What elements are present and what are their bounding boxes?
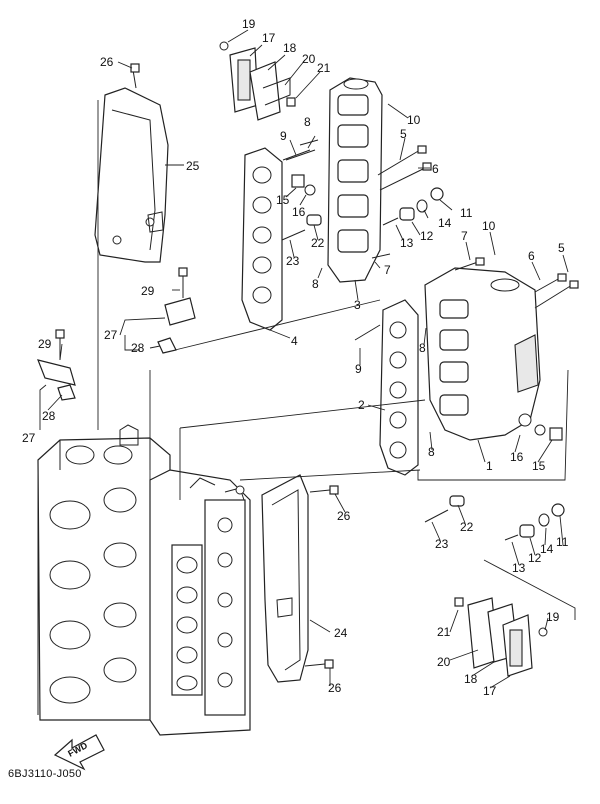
callout-14a: 14 xyxy=(438,216,452,230)
callout-9a: 9 xyxy=(280,129,287,143)
callout-29b: 29 xyxy=(38,337,52,351)
callout-22a: 22 xyxy=(311,236,325,250)
callout-21a: 21 xyxy=(317,61,331,75)
callout-3: 3 xyxy=(354,298,361,312)
callout-17b: 17 xyxy=(483,684,497,698)
callout-28a: 28 xyxy=(131,341,145,355)
callout-21b: 21 xyxy=(437,625,451,639)
callout-29a: 29 xyxy=(141,284,155,298)
gasket-upper xyxy=(241,147,283,331)
fasteners xyxy=(37,139,579,541)
callout-16a: 16 xyxy=(292,205,306,219)
leader-lines xyxy=(39,29,576,689)
callout-6a: 6 xyxy=(432,162,439,176)
callout-10b: 10 xyxy=(482,219,496,233)
callout-12a: 12 xyxy=(420,229,434,243)
callout-18b: 18 xyxy=(464,672,478,686)
callout-8d: 8 xyxy=(428,445,435,459)
callout-2: 2 xyxy=(358,398,365,412)
callout-8a: 8 xyxy=(304,115,311,129)
callout-16b: 16 xyxy=(510,450,524,464)
engine-block xyxy=(37,424,251,736)
manifold-lower xyxy=(424,267,541,441)
callout-8c: 8 xyxy=(419,341,426,355)
callout-27b: 27 xyxy=(22,431,36,445)
callout-14b: 14 xyxy=(540,542,554,556)
callout-20b: 20 xyxy=(437,655,451,669)
callout-19b: 19 xyxy=(546,610,560,624)
callout-23a: 23 xyxy=(286,254,300,268)
callout-9b: 9 xyxy=(355,362,362,376)
callout-18a: 18 xyxy=(283,41,297,55)
cover-24 xyxy=(261,474,339,683)
callout-11a: 11 xyxy=(460,206,473,220)
manifold-upper xyxy=(327,77,383,283)
callout-numbers: 19 17 18 20 21 26 10 8 9 5 6 25 15 16 11… xyxy=(22,17,569,698)
callout-24: 24 xyxy=(334,626,348,640)
gasket-lower xyxy=(379,299,419,476)
diagram-code: 6BJ3110-J050 xyxy=(8,768,82,780)
callout-26a: 26 xyxy=(100,55,114,69)
callout-13b: 13 xyxy=(512,561,526,575)
callout-11b: 11 xyxy=(556,535,569,549)
callout-28b: 28 xyxy=(42,409,56,423)
callout-13a: 13 xyxy=(400,236,414,250)
callout-20a: 20 xyxy=(302,52,316,66)
callout-12b: 12 xyxy=(528,551,542,565)
callout-25: 25 xyxy=(186,159,200,173)
callout-23b: 23 xyxy=(435,537,449,551)
callout-5b: 5 xyxy=(558,241,565,255)
callout-5a: 5 xyxy=(400,127,407,141)
callout-26c: 26 xyxy=(328,681,342,695)
callout-6b: 6 xyxy=(528,249,535,263)
callout-15b: 15 xyxy=(532,459,546,473)
callout-22b: 22 xyxy=(460,520,474,534)
callout-7a: 7 xyxy=(384,263,391,277)
sensor-bracket-top xyxy=(219,41,296,121)
sensor-bracket-bottom xyxy=(454,597,548,677)
callout-10a: 10 xyxy=(407,113,421,127)
callout-4: 4 xyxy=(291,334,298,348)
callout-7b: 7 xyxy=(461,229,468,243)
fwd-arrow: FWD xyxy=(53,734,105,771)
callout-19a: 19 xyxy=(242,17,256,31)
callout-8b: 8 xyxy=(312,277,319,291)
callout-27a: 27 xyxy=(104,328,118,342)
callout-17a: 17 xyxy=(262,31,276,45)
callout-1: 1 xyxy=(486,459,493,473)
callout-26b: 26 xyxy=(337,509,351,523)
cover-25 xyxy=(94,63,169,263)
callout-15a: 15 xyxy=(276,193,290,207)
